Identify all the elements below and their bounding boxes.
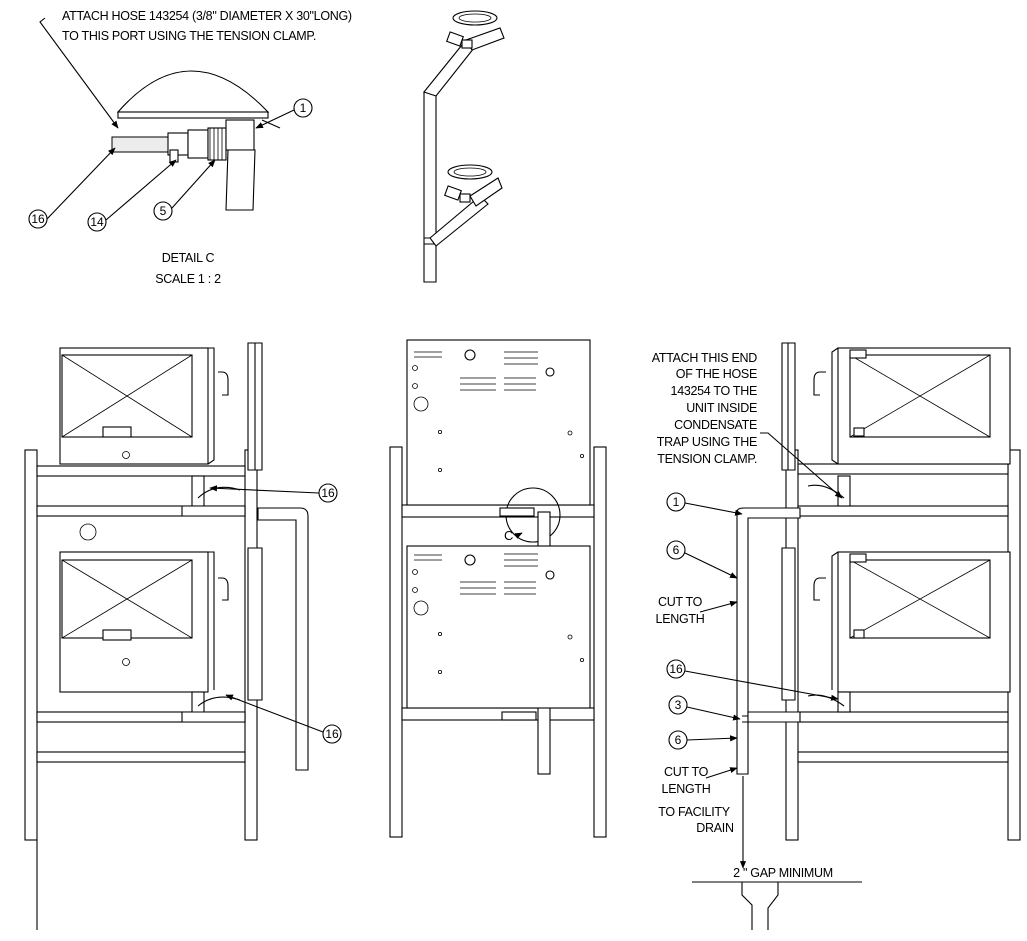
callout-1-detail: 1 — [255, 98, 313, 129]
hose-stub — [111, 136, 173, 153]
cut-to-length-lower-line2: LENGTH — [662, 782, 711, 796]
svg-text:ATTACH THIS END: ATTACH THIS END — [652, 351, 758, 365]
view-marker-c: C — [504, 528, 513, 543]
trap-dome-base — [117, 111, 269, 119]
trap-dome — [116, 70, 270, 113]
svg-text:14: 14 — [90, 215, 104, 229]
detail-c-note-line1: ATTACH HOSE 143254 (3/8" DIAMETER X 30"L… — [62, 9, 352, 23]
svg-text:1: 1 — [673, 495, 680, 509]
svg-text:16: 16 — [31, 212, 45, 226]
svg-text:UNIT INSIDE: UNIT INSIDE — [686, 401, 757, 415]
elbow-body — [225, 119, 255, 151]
cut-to-length-upper-line2: LENGTH — [656, 612, 705, 626]
callout-5-detail: 5 — [153, 159, 216, 221]
callout-14-detail: 14 — [87, 159, 177, 232]
nut — [187, 129, 209, 159]
callout-16-left-lower: 16 — [225, 694, 342, 744]
connector — [207, 127, 227, 161]
drain-pipe — [225, 149, 256, 211]
to-facility-drain-line2: DRAIN — [696, 821, 734, 835]
callout-6-right-lower: 6 — [668, 730, 738, 750]
svg-text:16: 16 — [321, 486, 335, 500]
detail-c-note-line2: TO THIS PORT USING THE TENSION CLAMP. — [62, 29, 316, 43]
svg-text:TENSION CLAMP.: TENSION CLAMP. — [657, 452, 757, 466]
svg-text:TRAP USING THE: TRAP USING THE — [657, 435, 757, 449]
svg-text:16: 16 — [325, 727, 339, 741]
svg-text:CONDENSATE: CONDENSATE — [674, 418, 757, 432]
svg-text:1: 1 — [300, 101, 307, 115]
detail-scale: SCALE 1 : 2 — [155, 272, 221, 286]
right-elevation: ATTACH THIS END OF THE HOSE 143254 TO TH… — [652, 342, 1021, 930]
clamp-screw — [169, 149, 179, 163]
svg-text:3: 3 — [675, 698, 682, 712]
svg-text:OF THE HOSE: OF THE HOSE — [676, 367, 757, 381]
gap-minimum-label: 2 " GAP MINIMUM — [733, 866, 833, 880]
svg-text:143254 TO THE: 143254 TO THE — [671, 384, 757, 398]
callout-16-right: 16 — [666, 659, 839, 701]
pipe-assembly-iso — [423, 10, 505, 283]
center-elevation: C — [389, 339, 607, 838]
attach-end-note: ATTACH THIS END OF THE HOSE 143254 TO TH… — [652, 351, 843, 499]
callout-3-right: 3 — [668, 695, 741, 721]
callout-16-left-upper: 16 — [209, 483, 338, 503]
svg-text:6: 6 — [673, 543, 680, 557]
svg-text:16: 16 — [669, 662, 683, 676]
callout-1-right: 1 — [666, 492, 743, 516]
svg-text:6: 6 — [675, 733, 682, 747]
to-facility-drain-line1: TO FACILITY — [658, 805, 730, 819]
cut-to-length-lower-line1: CUT TO — [664, 765, 709, 779]
detail-title: DETAIL C — [162, 251, 215, 265]
svg-text:5: 5 — [160, 204, 167, 218]
detail-c-leader — [39, 17, 119, 129]
cut-to-length-upper-line1: CUT TO — [658, 595, 703, 609]
callout-16-detail: 16 — [28, 147, 116, 229]
callout-6-right-upper: 6 — [666, 540, 738, 579]
detail-c: ATTACH HOSE 143254 (3/8" DIAMETER X 30"L… — [28, 9, 352, 286]
floor-drain — [741, 882, 779, 930]
connector-threads — [209, 128, 223, 160]
left-elevation: 16 16 — [24, 342, 342, 930]
